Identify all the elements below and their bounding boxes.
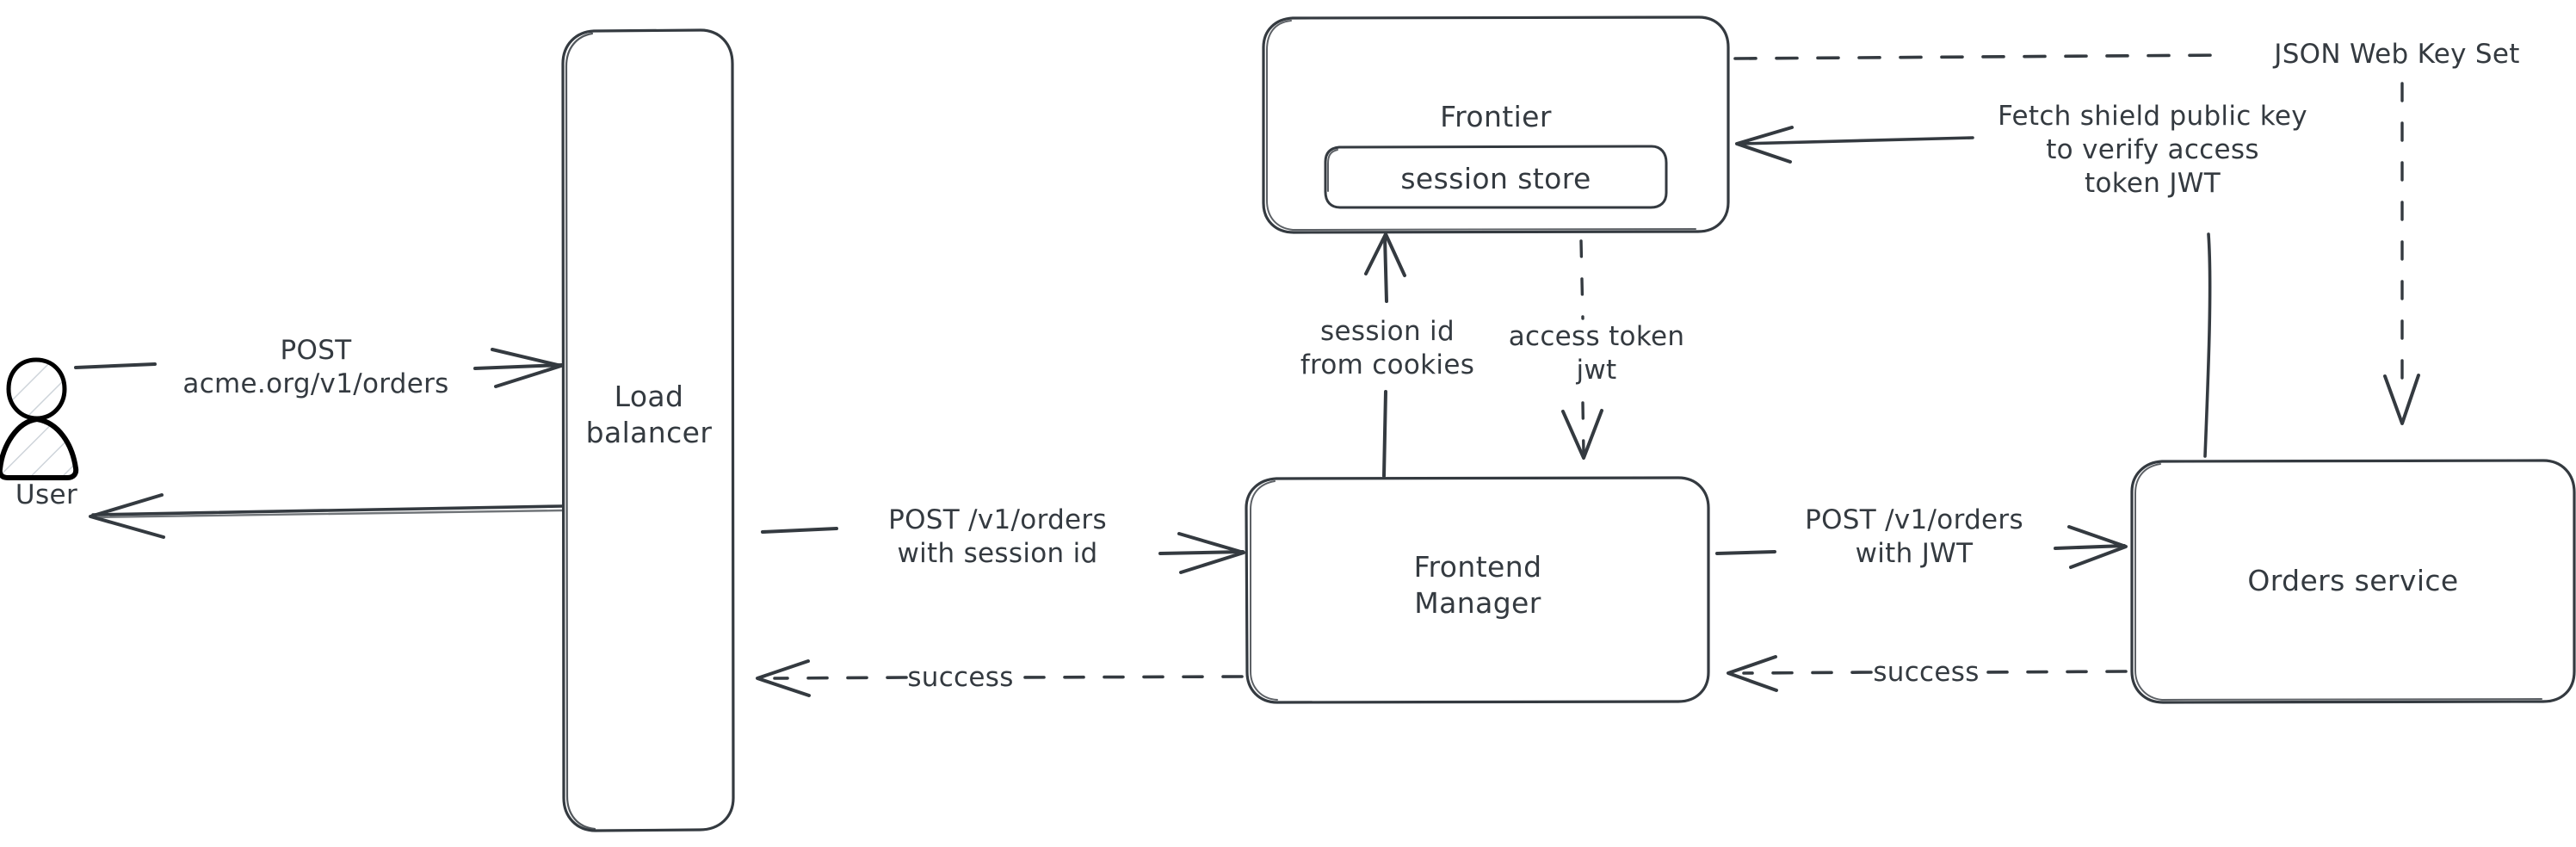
edge-frontier-to-orders-service-jwks (1733, 53, 2420, 425)
orders-service-hit[interactable] (2132, 461, 2574, 702)
edge-orders-service-to-frontier-fetch (1735, 126, 2212, 458)
session-store-node[interactable] (1324, 145, 1668, 209)
session-store-hit[interactable] (1325, 146, 1666, 207)
edge-frontend-manager-to-frontier (1364, 232, 1406, 478)
edge-user-to-load-balancer (74, 348, 564, 388)
user-node[interactable] (0, 357, 95, 512)
frontend-manager-node[interactable] (1245, 476, 1710, 704)
edge-frontend-manager-to-load-balancer-success (756, 659, 1244, 697)
edge-frontier-to-frontend-manager (1561, 239, 1603, 460)
orders-service-node[interactable] (2130, 459, 2576, 704)
load-balancer-hit[interactable] (563, 30, 733, 831)
edge-load-balancer-to-user (89, 493, 564, 539)
edge-load-balancer-to-frontend-manager (761, 527, 1245, 574)
edge-frontend-manager-to-orders-service (1715, 525, 2128, 569)
edge-orders-service-to-frontend-manager-success (1727, 655, 2128, 692)
frontend-manager-hit[interactable] (1246, 478, 1708, 702)
load-balancer-node[interactable] (561, 28, 735, 832)
user-person-icon (0, 357, 79, 480)
